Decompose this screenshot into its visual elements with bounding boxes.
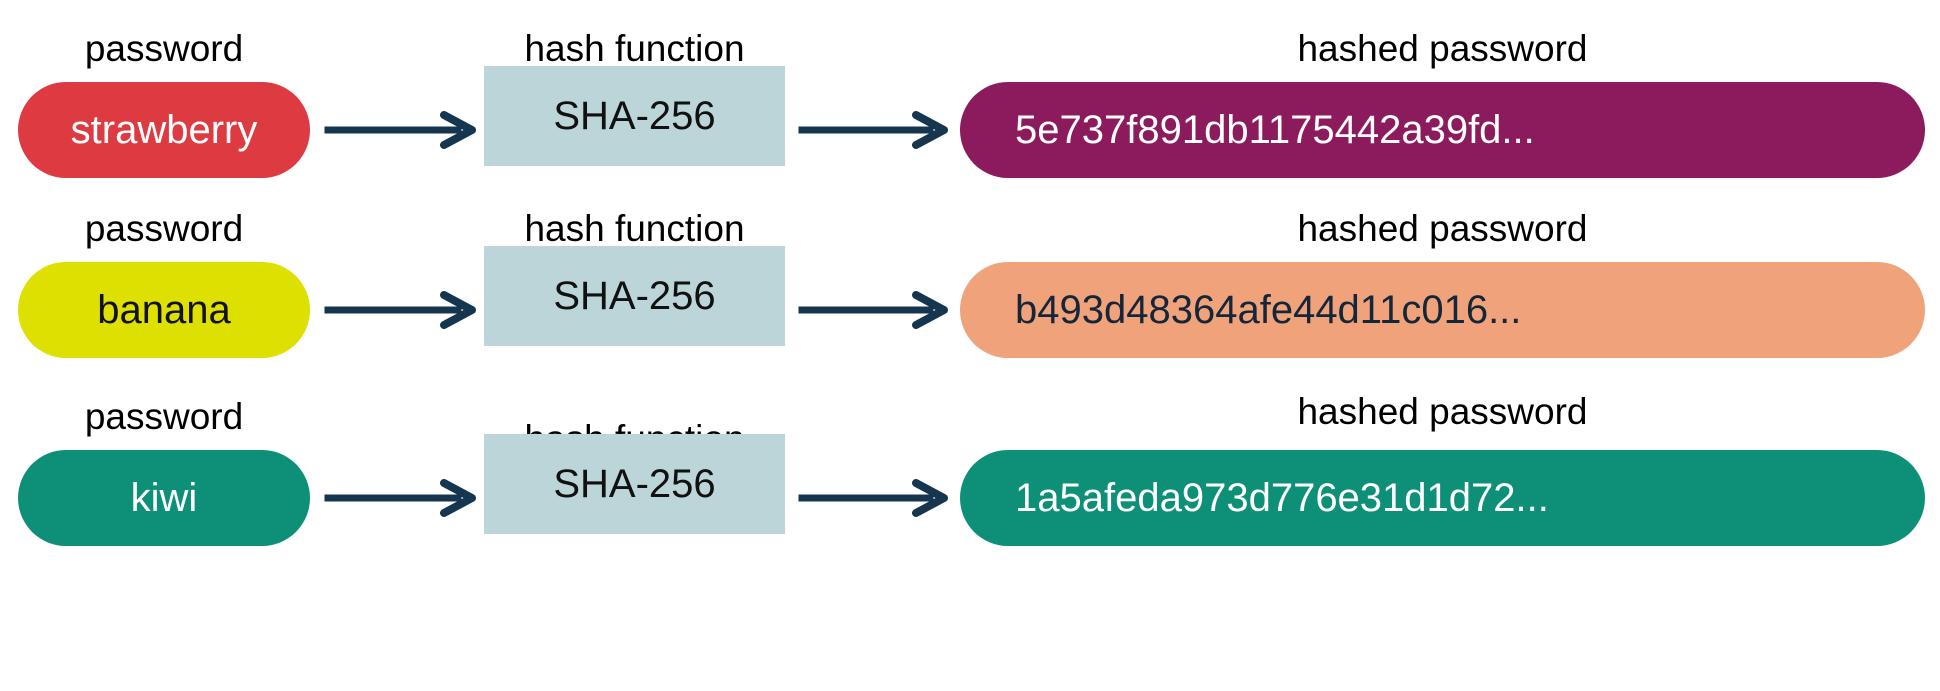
hash-function-box[interactable]: SHA-256: [484, 66, 785, 166]
diagram-row: password hash function hashed password s…: [0, 0, 1940, 200]
hashed-password-pill[interactable]: 5e737f891db1175442a39fd...: [960, 82, 1925, 178]
label-hashed-password: hashed password: [1297, 28, 1588, 69]
right-arrow-icon: [324, 478, 478, 518]
label-password: password: [84, 208, 244, 249]
label-hashed-password: hashed password: [1297, 208, 1588, 249]
label-password: password: [84, 28, 244, 69]
password-pill[interactable]: banana: [18, 262, 310, 358]
right-arrow-icon: [798, 478, 950, 518]
hashed-password-pill[interactable]: 1a5afeda973d776e31d1d72...: [960, 450, 1925, 546]
label-hash-function: hash function: [524, 208, 745, 249]
right-arrow-icon: [798, 290, 950, 330]
password-pill[interactable]: strawberry: [18, 82, 310, 178]
right-arrow-icon: [324, 110, 478, 150]
diagram-row: password hash function hashed password b…: [0, 180, 1940, 380]
label-hashed-password: hashed password: [1297, 391, 1588, 432]
hashed-password-pill[interactable]: b493d48364afe44d11c016...: [960, 262, 1925, 358]
hash-function-box[interactable]: SHA-256: [484, 246, 785, 346]
diagram-row: password hash function hashed password k…: [0, 368, 1940, 568]
hash-function-box[interactable]: SHA-256: [484, 434, 785, 534]
label-hash-function: hash function: [524, 28, 745, 69]
label-password: password: [84, 396, 244, 437]
right-arrow-icon: [324, 290, 478, 330]
right-arrow-icon: [798, 110, 950, 150]
password-pill[interactable]: kiwi: [18, 450, 310, 546]
